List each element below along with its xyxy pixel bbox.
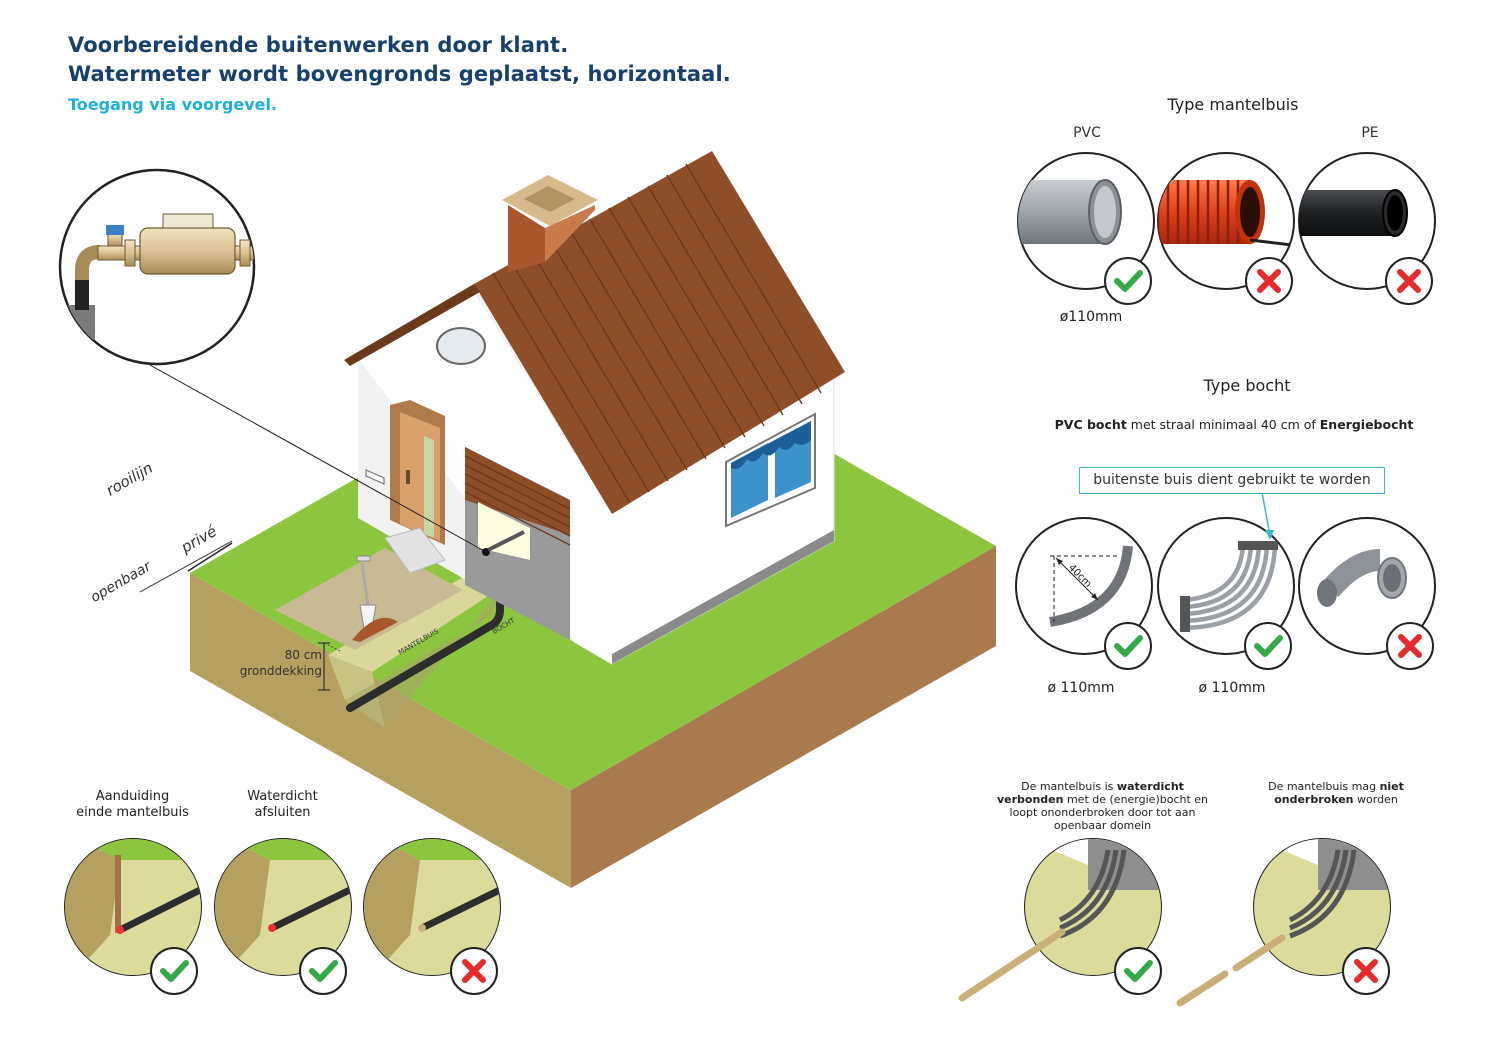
garage-meter: [487, 530, 525, 552]
cross-icon: [1245, 257, 1293, 305]
door-handle: [406, 470, 410, 484]
pipe-type-pe: [1298, 152, 1436, 290]
sealed-end-detail: [214, 838, 352, 976]
page-subtitle: Toegang via voorgevel.: [68, 95, 278, 114]
continuous-note: De mantelbuis is waterdicht verbonden me…: [990, 780, 1215, 832]
spade-grip: [356, 555, 371, 562]
continuous-note-pre: De mantelbuis is: [1021, 780, 1117, 793]
meter-couplings: [124, 239, 251, 267]
end-marker-caption-line-2: einde mantelbuis: [76, 805, 189, 820]
bend-type-energie: [1157, 491, 1295, 655]
soil-mound: [352, 617, 398, 642]
note-arrow: [1261, 491, 1271, 537]
awning-curtain: [731, 421, 811, 469]
pipe-type-pvc: [1017, 152, 1155, 290]
leader-line: [149, 364, 487, 553]
interrupted-note-bold: niet onderbroken: [1274, 780, 1404, 806]
end-marker-caption-line-1: Aanduiding: [95, 789, 170, 804]
meter-valve-left: [106, 225, 124, 247]
cross-icon: [1386, 622, 1434, 670]
bend-diameter-1: ø 110mm: [1047, 680, 1115, 696]
meter-drain: [332, 260, 342, 278]
meter-riser-black: [75, 280, 89, 310]
bend-type-pvc: 40cm: [1015, 517, 1153, 655]
bocht-desc-mid: met straal minimaal 40 cm of: [1126, 417, 1320, 432]
badges: [150, 257, 1434, 995]
sealed-caption-line-2: afsluiten: [254, 805, 311, 820]
check-icon: [150, 947, 198, 995]
page-title-line-1: Voorbereidende buitenwerken door klant.: [68, 33, 569, 57]
bend-diameter-2: ø 110mm: [1198, 680, 1266, 696]
letterbox: [365, 469, 385, 485]
property-arrow: [139, 540, 233, 593]
check-icon: [299, 947, 347, 995]
interrupted-note-post: worden: [1357, 793, 1398, 806]
spade-handle: [360, 562, 370, 606]
meter-riser-pipe: [75, 245, 101, 308]
note-arrow-head: [1265, 530, 1274, 540]
bocht-desc-pvc: PVC bocht: [1054, 417, 1127, 432]
meter-taps: [314, 219, 352, 238]
soil-block-side: [571, 546, 996, 888]
cross-icon: [1385, 257, 1433, 305]
trench: [328, 573, 505, 672]
door-glass: [424, 436, 434, 538]
pvc-label: PVC: [1073, 125, 1101, 141]
outer-pipe-note: buitenste buis dient gebruikt te worden: [1079, 467, 1385, 494]
meter-body: [139, 227, 236, 275]
meter-wall: [60, 305, 95, 340]
check-icon: [1104, 257, 1152, 305]
bend-type-elbow: [1298, 517, 1436, 655]
garden-path: [275, 548, 463, 650]
continuous-note-post: met de (energie)bocht en loopt ononderbr…: [1009, 793, 1209, 832]
interrupted-note-pre: De mantelbuis mag: [1268, 780, 1380, 793]
roof-edge: [344, 284, 480, 366]
interrupted-note: De mantelbuis mag niet onderbroken worde…: [1238, 780, 1434, 806]
trench-floor: [345, 585, 505, 728]
pvc-diameter: ø110mm: [1059, 309, 1123, 325]
check-icon: [1244, 622, 1292, 670]
meter-detail: [58, 168, 352, 366]
house-base-side: [612, 530, 834, 664]
bocht-description: PVC bocht met straal minimaal 40 cm of E…: [1014, 417, 1454, 432]
mantelbuis-pipe: [346, 564, 504, 712]
sealed-caption-line-1: Waterdicht: [247, 789, 318, 804]
page-title-line-2: Watermeter wordt bovengronds geplaatst, …: [68, 62, 731, 86]
chimney: [508, 205, 545, 272]
pipe-type-red: [1157, 152, 1295, 290]
garage-interior: [478, 502, 530, 560]
check-icon: [1114, 947, 1162, 995]
roof-tiles: [492, 163, 822, 504]
attic-window: [436, 327, 486, 365]
continuous-pipe-run: [958, 928, 1066, 1002]
depth-ref: [323, 642, 343, 653]
continuous-note-bold: waterdicht verbonden: [996, 780, 1184, 806]
bocht-desc-energie: Energiebocht: [1319, 417, 1414, 432]
roof: [474, 151, 845, 514]
chimney-hole: [524, 186, 575, 212]
entrance-step: [384, 527, 446, 574]
chimney-side: [545, 205, 595, 262]
depth-label: gronddekking: [239, 664, 322, 678]
cross-icon: [1342, 947, 1390, 995]
mantelbuis-heading: Type mantelbuis: [1167, 95, 1299, 114]
cross-icon: [450, 947, 498, 995]
depth-value: 80 cm: [284, 648, 322, 662]
interrupted-pipe-run-b: [1232, 934, 1286, 972]
meter-top: [162, 213, 214, 229]
interrupted-pipe-run-a: [1176, 970, 1229, 1007]
soil-block-front: [190, 573, 571, 888]
property-line: [187, 542, 233, 572]
bocht-heading: Type bocht: [1203, 376, 1291, 395]
check-icon: [1104, 622, 1152, 670]
garage-slats: [464, 455, 571, 546]
house-scene: MANTELBUIS BOCHT: [139, 151, 996, 888]
pe-label: PE: [1361, 125, 1379, 141]
